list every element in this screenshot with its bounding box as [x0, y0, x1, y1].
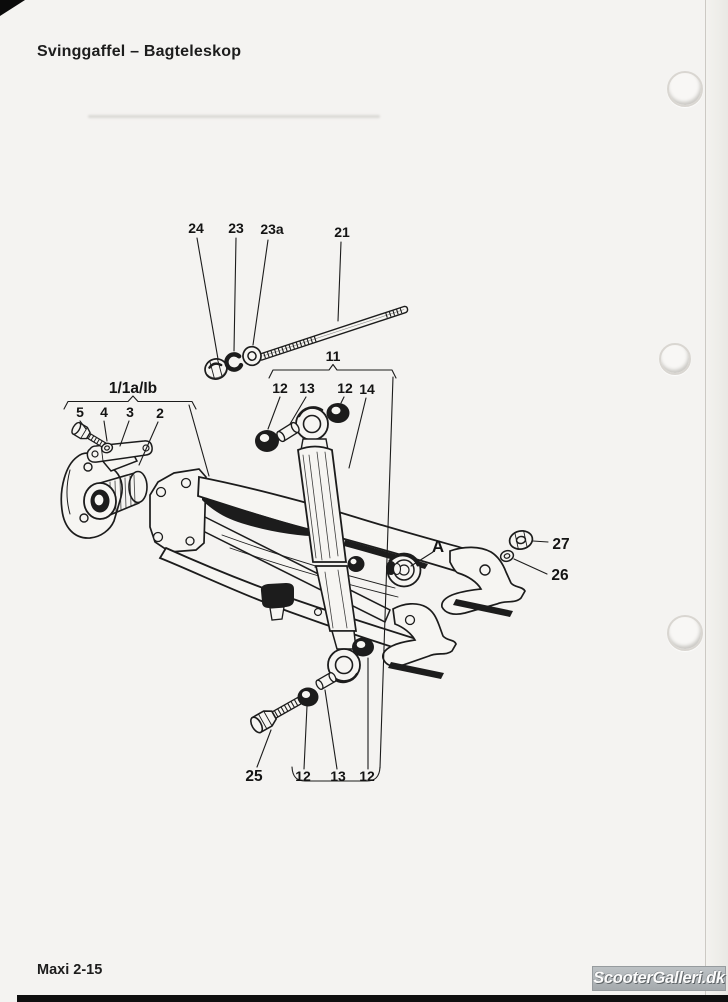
binder-hole: [667, 71, 703, 107]
callout-13-b: 13: [330, 768, 346, 784]
binder-hole: [667, 615, 703, 651]
callout-26: 26: [551, 567, 569, 584]
page-number: Maxi 2-15: [37, 962, 103, 978]
callout-21: 21: [334, 224, 350, 240]
callout-23a: 23a: [260, 221, 284, 237]
callout-12-a: 12: [272, 380, 288, 396]
scan-smudge: [88, 115, 380, 118]
callout-2: 2: [156, 405, 164, 421]
hardware-drawing: [204, 305, 534, 734]
callout-13-a: 13: [299, 380, 315, 396]
callout-5: 5: [76, 404, 84, 420]
page-title: Svinggaffel – Bagteleskop: [37, 43, 242, 60]
bolt-drawing: [250, 692, 310, 734]
pivot-bushing-drawing: [83, 470, 148, 520]
pivot-a-drawing: [386, 552, 422, 588]
swingarm-drawing: [149, 468, 526, 679]
callout-labels: 24 23 23a 21 11 12 13 12 14 1/1a/Ib 5 4 …: [76, 220, 570, 785]
callout-24: 24: [188, 220, 204, 236]
callout-27: 27: [552, 536, 569, 553]
scan-corner-mark: [0, 0, 25, 16]
scan-bottom-edge: [17, 995, 728, 1002]
page-right-edge: [705, 0, 728, 1002]
callout-25: 25: [245, 768, 263, 785]
callout-14: 14: [359, 381, 375, 397]
callout-group-1-1a-1b: 1/1a/Ib: [109, 380, 157, 397]
callout-11: 11: [326, 348, 341, 364]
callout-12-b: 12: [337, 380, 353, 396]
engine-mount-bracket-drawing: [60, 421, 153, 539]
watermark-text: ScooterGalleri.dk: [593, 969, 725, 987]
binder-hole: [659, 343, 691, 375]
shock-absorber-drawing: [295, 406, 361, 684]
callout-leader-lines: [63, 237, 549, 782]
washer-drawing: [100, 442, 114, 454]
callout-a: A: [432, 537, 444, 556]
callout-12-c: 12: [295, 768, 311, 784]
callout-12-d: 12: [359, 768, 375, 784]
callout-4: 4: [100, 404, 108, 420]
callout-23: 23: [228, 220, 244, 236]
watermark-badge: ScooterGalleri.dk: [592, 966, 726, 991]
callout-3: 3: [126, 404, 134, 420]
